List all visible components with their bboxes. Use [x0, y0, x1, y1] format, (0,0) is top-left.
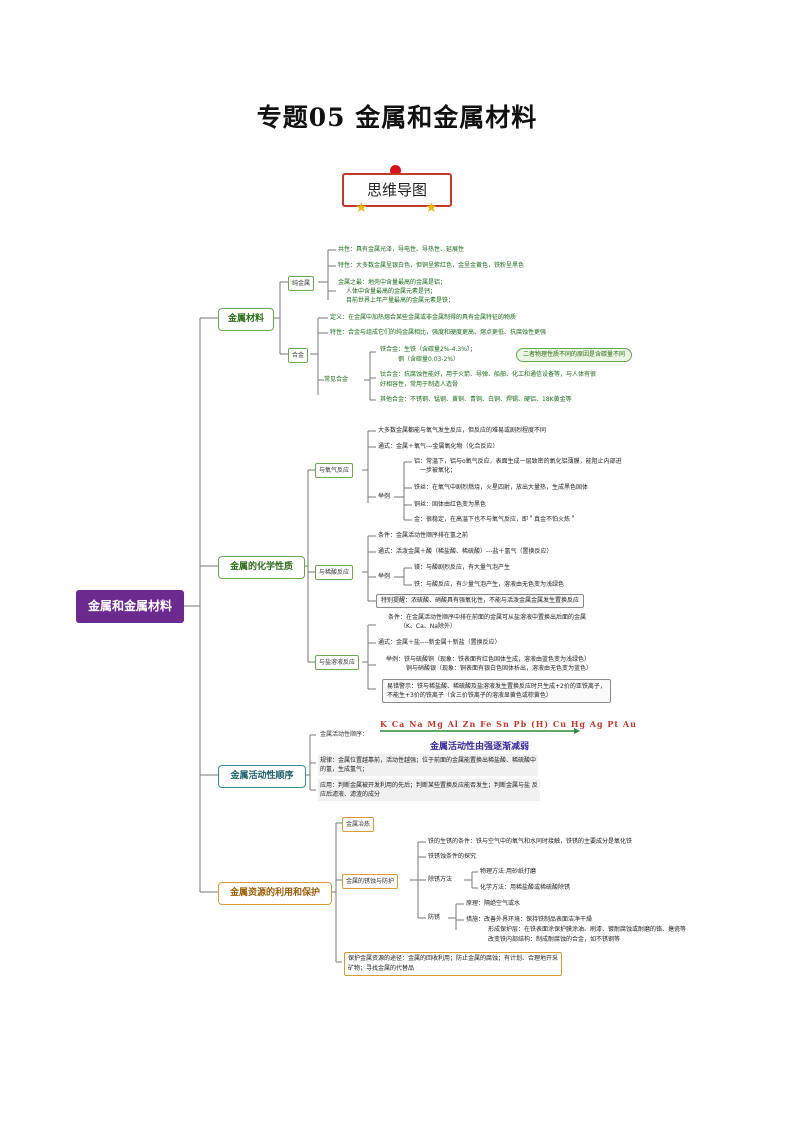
- leaf-measure-3: 改变铁内部结构：制成耐腐蚀的合金，如不锈钢等: [488, 936, 621, 943]
- leaf-common: 共性：具有金属光泽，导电性、导热性、延展性: [338, 246, 465, 253]
- leaf-gold: 金：很稳定，在高温下也不与氧气反应，即＂真金不怕火炼＂: [414, 516, 577, 523]
- node-rust-protection: 金属的锈蚀与防护: [342, 874, 399, 889]
- leaf-salt-example-2: 铜与硝酸银（现象：铜表面有银白色固体析出，溶液由无色变为蓝色）: [406, 665, 593, 672]
- leaf-prevention-principle: 原理：隔绝空气或水: [466, 900, 521, 907]
- node-pure-metal: 纯金属: [288, 276, 315, 291]
- branch-metal-materials: 金属材料: [218, 308, 274, 331]
- leaf-alloy-prop: 特性：合金与组成它们的纯金属相比，强度和硬度更高、熔点更低、抗腐蚀性更强: [330, 329, 547, 336]
- branch-activity-series: 金属活动性顺序: [218, 765, 306, 788]
- mind-map-badge: 思维导图: [342, 173, 452, 207]
- star-icon: ★: [355, 200, 368, 216]
- leaf-copper-wire: 铜丝：固体由红色变为黑色: [414, 501, 487, 508]
- leaf-physical-method: 物理方法:用砂纸打磨: [480, 868, 537, 875]
- protect-resources-line-1: 保护金属资源的途径：金属的回收利用；防止金属的腐蚀；有计划、合理地开采: [348, 955, 559, 962]
- leaf-acid-formula: 通式：活泼金属＋酸（稀盐酸、稀硫酸）---盐＋氢气（置换反应）: [378, 548, 553, 555]
- iron-note-pill: 二者物理性质不同的原因是含碳量不同: [516, 348, 633, 362]
- leaf-iron-acid: 铁：与酸反应，有少量气泡产生，溶液由无色变为浅绿色: [414, 581, 565, 588]
- leaf-measure-2: 形成保护层：在铁表面涂保护膜涂油、刷漆、镀耐腐蚀或耐磨的铬、搪瓷等: [488, 926, 687, 933]
- badge-pin-icon: [390, 165, 401, 176]
- node-oxygen-example: 举例: [378, 493, 391, 500]
- leaf-rust-condition: 铁的生锈的条件：铁与空气中的氧气和水同时接触，铁锈的主要成分是氧化铁: [428, 838, 633, 845]
- leaf-salt-condition: 条件：在金属活动性顺序中排在前面的金属可从盐溶液中置换出后面的金属: [388, 614, 587, 621]
- leaf-oxygen-intro: 大多数金属都能与氧气发生反应，但反应的难易或剧烈程度不同: [378, 427, 547, 434]
- leaf-aluminum: 铝：常温下，铝与o氧气反应，表面生成一层致密的氧化铝薄膜，能阻止内部进: [414, 458, 622, 465]
- leaf-chemical-method: 化学方法：用稀盐酸或稀硫酸除锈: [480, 884, 571, 891]
- node-with-oxygen: 与氧气反应: [315, 463, 354, 478]
- leaf-other-alloys: 其他合金：不锈钢、锰钢、黄铜、青铜、白铜、焊锡、硬铝、18K黄金等: [380, 396, 572, 403]
- leaf-salt-condition-2: （K、Ca、Na除外）: [400, 623, 456, 630]
- activity-use-line-1: 应用：判断金属被开发利用的先后；判断某些置换反应能否发生；判断金属与盐 反: [320, 782, 538, 789]
- leaf-iron-1: 铁合金：生铁（含碳量2%-4.3%）；: [380, 346, 476, 353]
- activity-series-sequence: K Ca Na Mg Al Zn Fe Sn Pb (H) Cu Hg Ag P…: [380, 719, 637, 729]
- branch-chemical-properties: 金属的化学性质: [218, 556, 305, 579]
- activity-series-caption: 金属活动性由强逐渐减弱: [430, 742, 530, 752]
- salt-warning-line-1: 易错警示：铁与稀盐酸、稀硫酸及盐溶液发生置换反应时只生成+2价的亚铁离子，: [387, 683, 606, 690]
- leaf-alloy-def: 定义：在金属中加热熔合某些金属或非金属制得的具有金属特征的物质: [330, 314, 517, 321]
- protect-resources-line-2: 矿物；寻找金属的代替品: [348, 965, 415, 972]
- leaf-oxygen-formula: 通式：金属＋氧气---金属氧化物（化合反应）: [378, 443, 499, 450]
- leaf-salt-formula: 通式：金属＋盐----新金属＋新盐（置换反应）: [378, 639, 501, 646]
- leaf-titanium: 钛合金：抗腐蚀性能好，用于火箭、导弹、船舶、化工和通信设备等，与人体有很: [380, 371, 597, 378]
- node-alloy: 合金: [288, 348, 309, 363]
- leaf-salt-example-1: 举例：铁与硫酸铜（现象：铁表面有红色固体生成，溶液由蓝色变为浅绿色）: [386, 656, 591, 663]
- protect-resources-box: 保护金属资源的途径：金属的回收利用；防止金属的腐蚀；有计划、合理地开采 矿物；寻…: [344, 952, 563, 976]
- activity-use: 应用：判断金属被开发利用的先后；判断某些置换反应能否发生；判断金属与盐 反 应后…: [318, 779, 540, 801]
- activity-rule: 规律：金属位置越靠前，活动性越强；位于前面的金属能置换出稀盐酸、稀硫酸中 的氢，…: [318, 754, 539, 776]
- leaf-most-3: 目前世界上年产量最高的金属元素是铁；: [346, 297, 455, 304]
- activity-rule-line-2: 的氢，生成氢气；: [320, 766, 369, 773]
- activity-series-label: 金属活动性顺序：: [320, 731, 369, 738]
- page-title: 专题05 金属和金属材料: [256, 103, 538, 132]
- node-common-alloy: 常见合金: [324, 376, 349, 383]
- node-rust-prevention: 防锈: [428, 914, 441, 921]
- leaf-most-2: 人体中含量最高的金属元素是钙；: [346, 288, 437, 295]
- leaf-iron-2: 钢（含碳量0.03-2%）: [398, 356, 460, 363]
- leaf-special: 特性：大多数金属呈银白色，但铜呈紫红色，金呈金黄色，铁粉呈黑色: [338, 262, 525, 269]
- root-node: 金属和金属材料: [76, 590, 184, 623]
- leaf-most-1: 金属之最：地壳中含量最高的金属是铝；: [338, 279, 447, 286]
- leaf-acid-condition: 条件：金属活动性顺序排在氢之前: [378, 532, 469, 539]
- node-with-salt: 与盐溶液反应: [315, 655, 360, 670]
- acid-warning-box: 特别提醒：浓硫酸、硝酸具有强氧化性，不能与活泼金属金属发生置换反应: [376, 594, 585, 608]
- leaf-rust-explore: 铁锈蚀条件的探究: [428, 853, 477, 860]
- salt-warning-line-2: 不能生+3价的铁离子（含三价铁离子的溶液显黄色或棕黄色）: [387, 692, 552, 699]
- leaf-magnesium: 镁：与酸剧烈反应，有大量气泡产生: [414, 564, 511, 571]
- node-smelting: 金属冶炼: [342, 817, 375, 832]
- star-icon: ★: [425, 200, 438, 216]
- leaf-titanium-2: 好相容性，常用于制造人造骨: [380, 381, 459, 388]
- leaf-aluminum-2: 一步被氧化；: [420, 467, 457, 474]
- node-with-acid: 与稀酸反应: [315, 565, 354, 580]
- node-rust-removal: 除锈方法: [428, 876, 453, 883]
- branch-resources: 金属资源的利用和保护: [218, 882, 332, 905]
- activity-use-line-2: 应后滤液、滤渣的成分: [320, 791, 381, 798]
- leaf-iron-wire: 铁丝：在氧气中剧烈燃烧，火星四射，放出大量热，生成黑色固体: [414, 484, 589, 491]
- salt-warning-box: 易错警示：铁与稀盐酸、稀硫酸及盐溶液发生置换反应时只生成+2价的亚铁离子， 不能…: [382, 679, 611, 703]
- node-acid-example: 举例: [378, 573, 391, 580]
- activity-rule-line-1: 规律：金属位置越靠前，活动性越强；位于前面的金属能置换出稀盐酸、稀硫酸中: [320, 757, 537, 764]
- leaf-measure-1: 措施：改善外界环境：保持铁制品表面洁净干燥: [466, 916, 593, 923]
